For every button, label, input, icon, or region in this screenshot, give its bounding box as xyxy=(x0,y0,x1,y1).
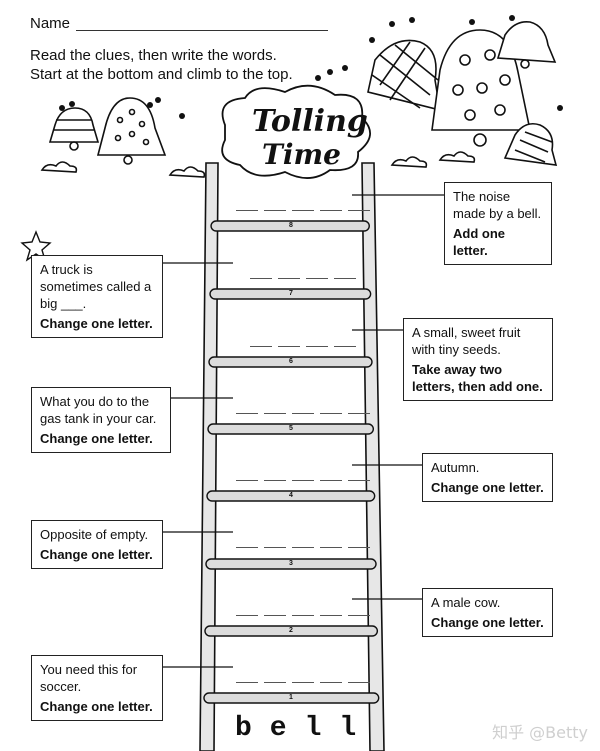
ladder-rung xyxy=(210,220,370,232)
rung-number-6: 6 xyxy=(289,358,293,365)
clue-instruction: Take away two letters, then add one. xyxy=(412,362,543,394)
rung-number-3: 3 xyxy=(289,560,293,567)
clue-box-7: A truck is sometimes called a big ___. C… xyxy=(31,255,163,338)
clue-text: What you do to the gas tank in your car. xyxy=(40,394,157,426)
ladder-rung xyxy=(208,356,373,368)
bell-icon xyxy=(503,122,558,166)
clue-instruction: Change one letter. xyxy=(40,316,153,331)
clue-box-8: The noise made by a bell. Add one letter… xyxy=(444,182,552,265)
rung-number-5: 5 xyxy=(289,425,293,432)
clue-box-6: A small, sweet fruit with tiny seeds. Ta… xyxy=(403,318,553,401)
ladder-right-rail xyxy=(361,162,385,751)
ladder-rung xyxy=(209,288,372,300)
clue-text: A truck is sometimes called a big ___. xyxy=(40,262,152,311)
clue-instruction: Add one letter. xyxy=(453,226,505,258)
answer-blank-1[interactable] xyxy=(236,672,370,683)
start-word: bell xyxy=(235,713,375,744)
star-icon xyxy=(20,230,52,262)
rung-number-4: 4 xyxy=(289,492,293,499)
rung-number-2: 2 xyxy=(289,627,293,634)
bell-icon xyxy=(367,39,441,112)
clue-box-5: What you do to the gas tank in your car.… xyxy=(31,387,171,453)
clue-instruction: Change one letter. xyxy=(40,431,153,446)
clue-text: The noise made by a bell. xyxy=(453,189,542,221)
answer-blank-5[interactable] xyxy=(236,403,370,414)
clue-box-4: Autumn. Change one letter. xyxy=(422,453,553,502)
clue-text: Autumn. xyxy=(431,460,480,475)
name-field-line[interactable] xyxy=(76,30,328,31)
instructions-line-1: Read the clues, then write the words. xyxy=(30,47,277,64)
rung-number-1: 1 xyxy=(289,694,293,701)
clue-instruction: Change one letter. xyxy=(40,699,153,714)
answer-blank-6[interactable] xyxy=(250,336,356,347)
answer-blank-8[interactable] xyxy=(236,200,370,211)
ladder-rung xyxy=(204,625,379,637)
clue-text: A small, sweet fruit with tiny seeds. xyxy=(412,325,521,357)
music-notes-icon xyxy=(59,15,563,119)
name-label: Name xyxy=(30,15,71,32)
answer-blank-7[interactable] xyxy=(250,268,356,279)
clue-box-3: Opposite of empty. Change one letter. xyxy=(31,520,163,569)
bell-icon xyxy=(48,107,100,151)
clue-box-2: A male cow. Change one letter. xyxy=(422,588,553,637)
clue-instruction: Change one letter. xyxy=(40,547,153,562)
watermark: 知乎 @Betty xyxy=(492,723,588,742)
instructions-line-2: Start at the bottom and climb to the top… xyxy=(30,66,293,83)
rung-number-8: 8 xyxy=(289,222,293,229)
clue-text: A male cow. xyxy=(431,595,501,610)
title-line-1: Tolling xyxy=(252,104,368,139)
rung-number-7: 7 xyxy=(289,290,293,297)
clue-text: You need this for soccer. xyxy=(40,662,138,694)
title-line-2: Time xyxy=(262,138,341,171)
bell-icon xyxy=(496,20,557,69)
clue-instruction: Change one letter. xyxy=(431,615,544,630)
answer-blank-4[interactable] xyxy=(236,470,370,481)
ladder-rung xyxy=(203,692,380,704)
answer-blank-2[interactable] xyxy=(236,605,370,616)
bell-icon xyxy=(96,97,167,165)
ladder-rung xyxy=(206,490,376,502)
ladder-rung xyxy=(205,558,377,570)
clue-instruction: Change one letter. xyxy=(431,480,544,495)
clue-text: Opposite of empty. xyxy=(40,527,149,542)
title-cloud xyxy=(221,84,371,179)
ladder-rung xyxy=(207,423,375,435)
answer-blank-3[interactable] xyxy=(236,537,370,548)
clue-connector-lines xyxy=(163,194,445,668)
ladder-left-rail xyxy=(199,162,219,751)
clue-box-1: You need this for soccer. Change one let… xyxy=(31,655,163,721)
